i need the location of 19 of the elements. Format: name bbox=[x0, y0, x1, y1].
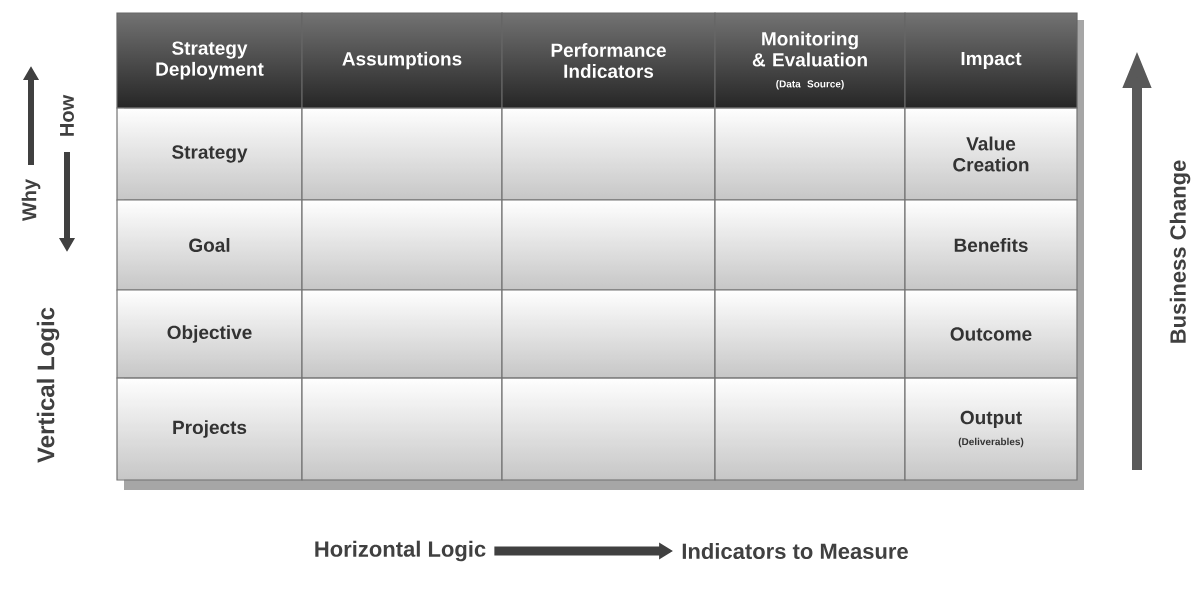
header-cell: Impact bbox=[904, 12, 1078, 109]
table-cell: Objective bbox=[116, 289, 303, 379]
table-cell: Value Creation bbox=[904, 107, 1078, 201]
axis-label: Business Change bbox=[1169, 160, 1191, 343]
header-cell: Assumptions bbox=[301, 12, 503, 109]
table-cell: Goal bbox=[116, 199, 303, 291]
table-cell: Output (Deliverables) bbox=[904, 377, 1078, 481]
table-cell: Projects bbox=[116, 377, 303, 481]
logic-label: Horizontal Logic bbox=[315, 540, 486, 562]
axis-label: Vertical Logic bbox=[36, 307, 60, 463]
header-cell: Strategy Deployment bbox=[116, 12, 303, 109]
header-cell: Monitoring & Evaluation (Data Source) bbox=[714, 12, 906, 109]
header-cell: Performance Indicators bbox=[501, 12, 716, 109]
table-cell: Strategy bbox=[116, 107, 303, 201]
table-cell: Benefits bbox=[904, 199, 1078, 291]
axis-label: Why bbox=[21, 179, 41, 222]
logic-label: Indicators to Measure bbox=[682, 542, 908, 560]
axis-label: How bbox=[60, 94, 74, 136]
table-cell: Outcome bbox=[904, 289, 1078, 379]
